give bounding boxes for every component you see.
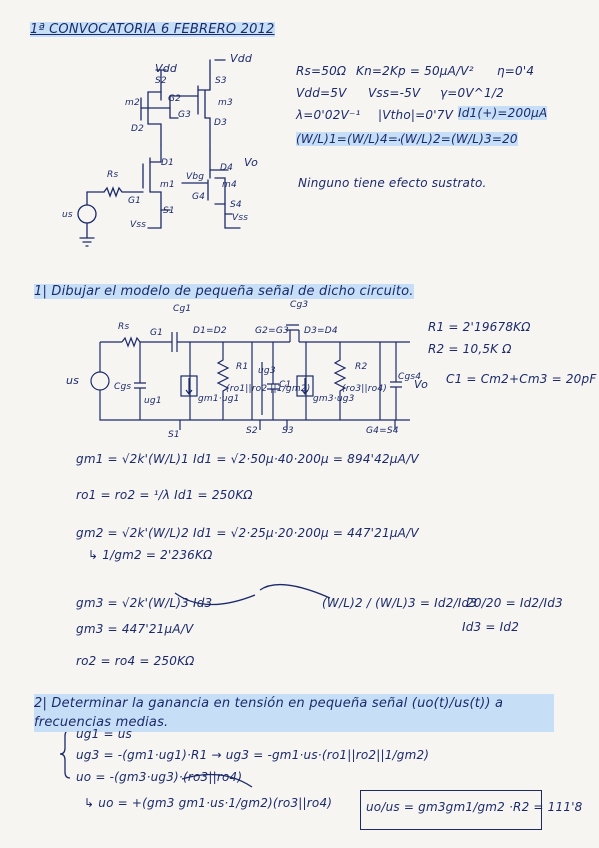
- param-wl23: (W/L)2=(W/L)3=20: [400, 132, 518, 146]
- ss-s1: S1: [168, 430, 180, 440]
- ratio-lhs: (W/L)2 / (W/L)3 = Id2/Id3: [322, 596, 478, 610]
- param-id1-text: Id1(+)=200µA: [458, 106, 548, 120]
- ss-d1d2: D1=D2: [193, 326, 227, 336]
- circuit1-s2: S2: [155, 76, 167, 86]
- param-note: Ninguno tiene efecto sustrato.: [298, 176, 487, 190]
- circuit1-d2: D2: [131, 124, 145, 134]
- circuit1-m1: m1: [160, 180, 175, 190]
- circuit1-s4: S4: [230, 200, 242, 210]
- ss-vo: Vo: [414, 378, 429, 391]
- param-wl14: (W/L)1=(W/L)4=40: [296, 132, 414, 146]
- final-result: uo/us = gm3gm1/gm2 ·R2 = 111'8: [366, 800, 583, 814]
- ss-d3d4: D3=D4: [304, 326, 338, 336]
- circuit1-m2: m2: [125, 98, 140, 108]
- circuit1-m4: m4: [222, 180, 237, 190]
- ss-g1: G1: [150, 328, 164, 338]
- result-r2: R2 = 10,5K Ω: [428, 342, 512, 356]
- s2-line3: uo = -(gm3·ug3)·(ro3||ro4): [76, 770, 243, 784]
- param-id1: Id1(+)=200µA: [458, 106, 548, 120]
- eq-ro4: ro2 = ro4 = 250KΩ: [76, 654, 195, 668]
- circuit1-vdd-right: Vdd: [230, 52, 253, 65]
- param-rs: Rs=50Ω: [296, 64, 347, 78]
- ratio-mid: 20/20 = Id2/Id3: [466, 596, 563, 610]
- circuit1-s1: S1: [163, 206, 175, 216]
- ss-gm1ug1: gm1·ug1: [198, 394, 240, 404]
- circuit1-d3: D3: [214, 118, 228, 128]
- ss-cgs: Cgs: [114, 382, 132, 392]
- ss-gm3ug3: gm3·ug3: [313, 394, 355, 404]
- param-wl23-text: (W/L)2=(W/L)3=20: [400, 132, 518, 146]
- eq-1gm2: ↳ 1/gm2 = 2'236KΩ: [88, 548, 213, 562]
- circuit1-m3: m3: [218, 98, 233, 108]
- page-title: 1ª CONVOCATORIA 6 FEBRERO 2012: [30, 22, 275, 37]
- result-c1: C1 = Cm2+Cm3 = 20pF: [446, 372, 597, 386]
- final-result-box: [360, 790, 542, 830]
- ss-s2: S2: [246, 426, 258, 436]
- result-r1: R1 = 2'19678KΩ: [428, 320, 531, 334]
- param-eta: η=0'4: [497, 64, 535, 78]
- circuit1-g4: G4: [192, 192, 206, 202]
- circuit1-s3: S3: [215, 76, 227, 86]
- circuit1-rs: Rs: [107, 170, 119, 180]
- ss-s3: S3: [282, 426, 294, 436]
- ss-g4s4: G4=S4: [366, 426, 399, 436]
- circuit1-vss-left: Vss: [130, 220, 147, 230]
- eq-ro1: ro1 = ro2 = ¹/λ Id1 = 250KΩ: [76, 488, 253, 502]
- ss-g2g3: G2=G3: [255, 326, 289, 336]
- param-vss: Vss=-5V: [368, 86, 421, 100]
- param-gamma: γ=0V^1/2: [440, 86, 504, 100]
- param-wl14-text: (W/L)1=(W/L)4=40: [296, 132, 414, 146]
- ss-ug3: ug3: [258, 366, 276, 376]
- s2-line2: ug3 = -(gm1·ug1)·R1 → ug3 = -gm1·us·(ro1…: [76, 748, 430, 762]
- ss-rol2: (ro1||ro2 ||1/gm2): [226, 384, 311, 394]
- param-vdd: Vdd=5V: [296, 86, 347, 100]
- ss-rs: Rs: [118, 322, 130, 332]
- circuit1-us: us: [62, 210, 73, 220]
- section2-title: 2| Determinar la ganancia en tensión en …: [34, 694, 554, 732]
- param-kn: Kn=2Kp = 50µA/V²: [356, 64, 474, 78]
- param-vtho: |Vtho|=0'7V: [378, 108, 453, 122]
- ss-r1: R1: [236, 362, 249, 372]
- circuit1-vbg: Vbg: [186, 172, 205, 182]
- circuit1-vss-right: Vss: [232, 213, 249, 223]
- circuit1-vdd-left: Vdd: [155, 62, 178, 75]
- s2-line1: ug1 = us: [76, 727, 132, 741]
- circuit1-g3: G3: [178, 110, 192, 120]
- ss-r2: R2: [355, 362, 368, 372]
- circuit1-d1: D1: [161, 158, 175, 168]
- circuit1-g2: G2: [168, 94, 182, 104]
- ss-c4: Cgs4: [398, 372, 422, 382]
- eq-gm3-formula: gm3 = √2k'(W/L)3 Id3: [76, 596, 213, 610]
- eq-gm2: gm2 = √2k'(W/L)2 Id1 = √2·25µ·20·200µ = …: [76, 526, 419, 540]
- circuit1-vo: Vo: [244, 156, 259, 169]
- ss-cg1: Cg1: [173, 304, 192, 314]
- param-lambda: λ=0'02V⁻¹: [296, 108, 361, 122]
- ss-cg3: Cg3: [290, 300, 309, 310]
- ss-ug1: ug1: [144, 396, 162, 406]
- s2-line4: ↳ uo = +(gm3 gm1·us·1/gm2)(ro3||ro4): [84, 796, 333, 810]
- section1-title: 1| Dibujar el modelo de pequeña señal de…: [34, 284, 414, 299]
- ss-c1: C1: [279, 380, 292, 390]
- eq-gm1: gm1 = √2k'(W/L)1 Id1 = √2·50µ·40·200µ = …: [76, 452, 419, 466]
- circuit1-g1: G1: [128, 196, 142, 206]
- circuit1-d4: D4: [220, 163, 234, 173]
- ratio-result: Id3 = Id2: [462, 620, 520, 634]
- eq-gm3-value: gm3 = 447'21µA/V: [76, 622, 194, 636]
- ss-us: us: [66, 374, 80, 387]
- ss-ro3ro4: (ro3||ro4): [342, 384, 387, 394]
